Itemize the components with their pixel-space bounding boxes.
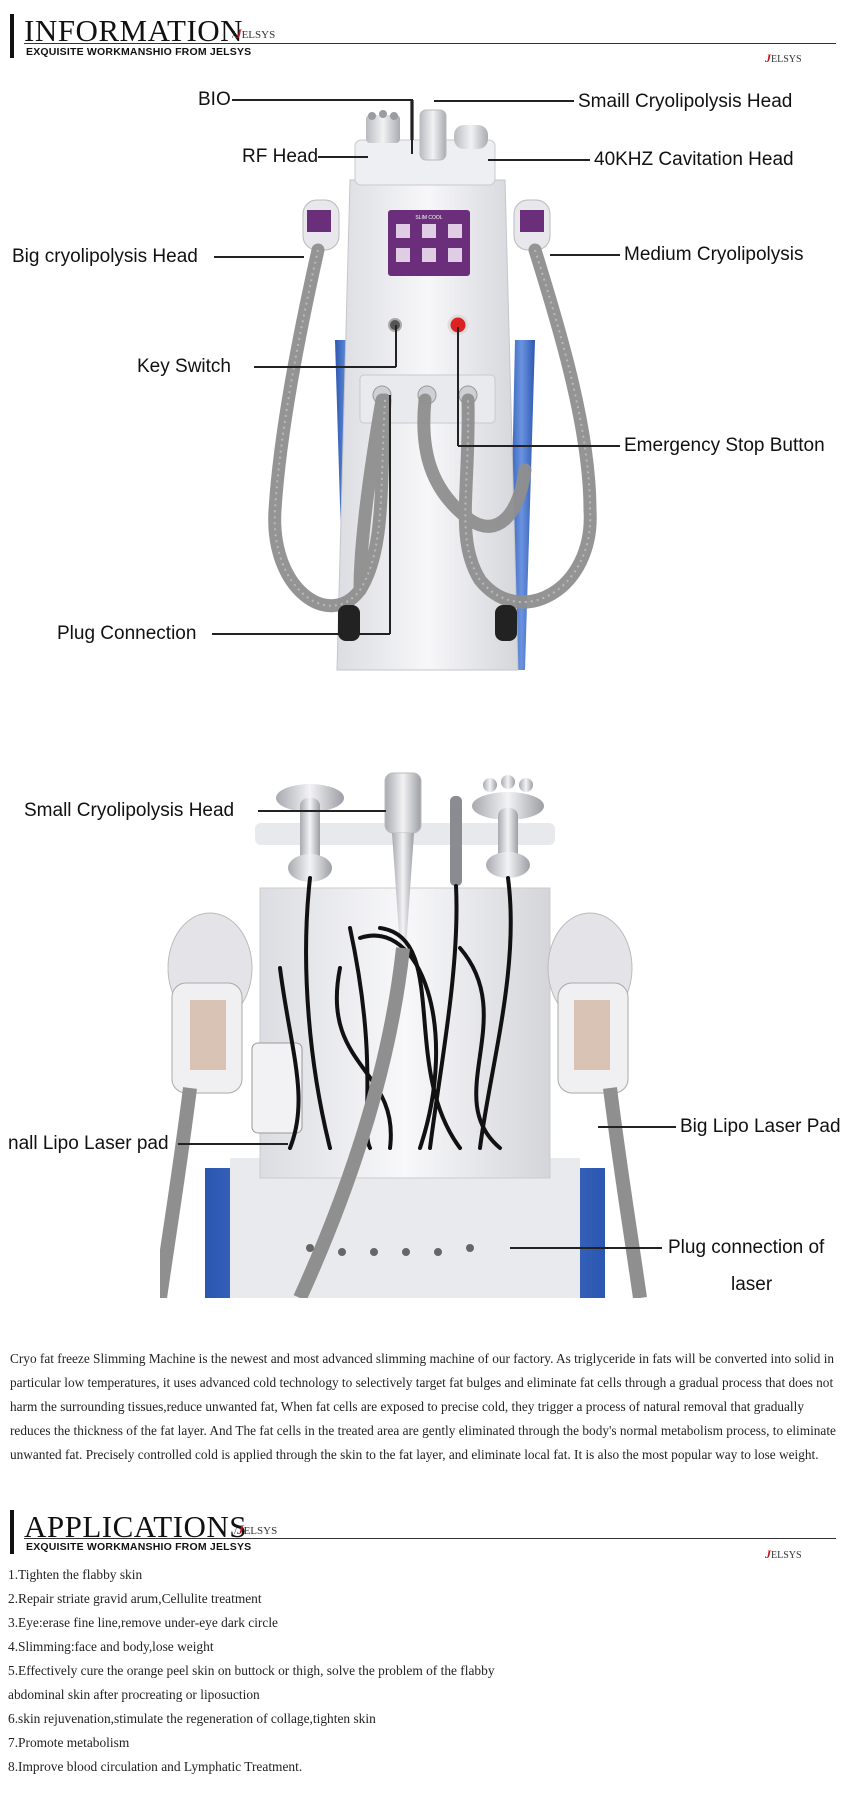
label-key-switch: Key Switch <box>137 356 231 377</box>
leader-small-lipo-pad <box>178 1143 288 1145</box>
info-header-rule <box>24 43 836 44</box>
app-header-bar <box>10 1510 14 1554</box>
label-small-cryo-head-2: Small Cryolipolysis Head <box>24 800 235 821</box>
leader-bio <box>232 99 412 101</box>
applications-list: 1.Tighten the flabby skin 2.Repair stria… <box>8 1563 495 1779</box>
leader-small-cryo-head-2 <box>258 810 386 812</box>
label-bio: BIO <box>198 89 231 110</box>
list-item: 1.Tighten the flabby skin <box>8 1567 143 1582</box>
list-item: 7.Promote metabolism <box>8 1735 130 1750</box>
list-item: 4.Slimming:face and body,lose weight <box>8 1639 214 1654</box>
info-header-bar <box>10 14 14 58</box>
leader-plug-laser <box>510 1247 662 1249</box>
label-small-lipo-pad: nall Lipo Laser pad <box>8 1133 169 1154</box>
leader-cavitation-head <box>488 159 590 161</box>
label-plug-laser-line1: Plug connection of <box>668 1237 825 1258</box>
leader-plug-connection-rise <box>389 395 391 634</box>
list-item: 2.Repair striate gravid arum,Cellulite t… <box>8 1591 262 1606</box>
list-item: 5.Effectively cure the orange peel skin … <box>8 1663 495 1678</box>
leader-rf-head <box>318 156 368 158</box>
list-item: 8.Improve blood circulation and Lymphati… <box>8 1759 303 1774</box>
list-item: 3.Eye:erase fine line,remove under-eye d… <box>8 1615 279 1630</box>
label-big-lipo-pad: Big Lipo Laser Pad <box>680 1116 841 1137</box>
leader-emergency-stop <box>458 445 620 447</box>
leader-plug-connection <box>212 633 390 635</box>
leader-medium-cryo <box>550 254 620 256</box>
label-medium-cryo: Medium Cryolipolysis <box>624 244 804 265</box>
info-section-brand: /JELSYS <box>232 26 276 41</box>
applications-section-brand: /JELSYS <box>234 1522 278 1537</box>
leader-bio-drop <box>411 99 413 154</box>
info-section-subtitle: EXQUISITE WORKMANSHIO FROM JELSYS <box>26 46 252 58</box>
label-emergency-stop: Emergency Stop Button <box>624 435 825 456</box>
app-header-rule <box>24 1538 836 1539</box>
label-plug-connection: Plug Connection <box>57 623 197 644</box>
label-plug-laser-line2: laser <box>731 1274 773 1295</box>
leader-small-cryo-head <box>434 100 574 102</box>
list-item: 6.skin rejuvenation,stimulate the regene… <box>8 1711 376 1726</box>
list-item: abdominal skin after procreating or lipo… <box>8 1687 260 1702</box>
applications-section-subtitle: EXQUISITE WORKMANSHIO FROM JELSYS <box>26 1541 252 1553</box>
leader-key-switch-rise <box>395 325 397 367</box>
applications-brand-logo: JELSYS <box>765 1547 802 1561</box>
screen-title: SLIM COOL <box>415 215 442 221</box>
label-cavitation-head: 40KHZ Cavitation Head <box>594 149 794 170</box>
machine-front-photo: SLIM COOL <box>268 100 597 671</box>
info-brand-logo: JELSYS <box>765 51 802 65</box>
machine-closeup-photo <box>160 772 647 1298</box>
label-big-cryo-head: Big cryolipolysis Head <box>12 246 198 267</box>
leader-emergency-stop-rise <box>457 327 459 446</box>
applications-section-title: APPLICATIONS <box>24 1509 248 1544</box>
label-small-cryo-head: Smaill Cryolipolysis Head <box>578 91 793 112</box>
label-rf-head: RF Head <box>242 146 319 167</box>
product-description: Cryo fat freeze Slimming Machine is the … <box>10 1351 836 1462</box>
leader-big-cryo-head <box>214 256 304 258</box>
info-section-title: INFORMATION <box>24 13 244 48</box>
leader-key-switch <box>254 366 396 368</box>
leader-big-lipo-pad <box>598 1126 676 1128</box>
